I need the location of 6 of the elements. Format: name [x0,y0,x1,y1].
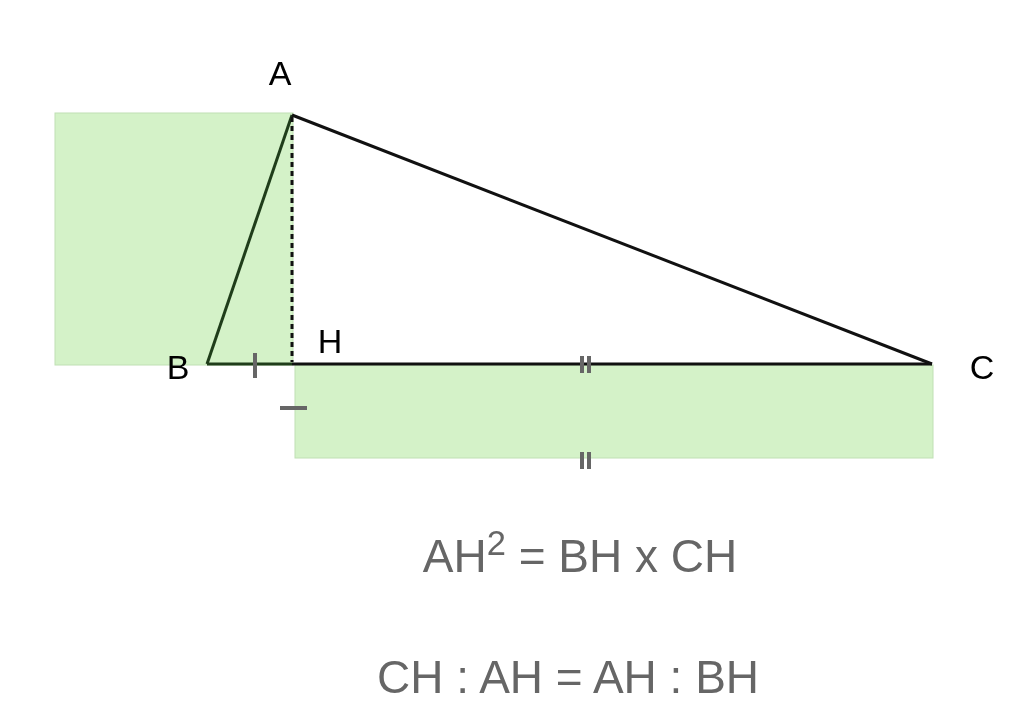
vertex-label: A [268,56,292,90]
vertex-label: C [969,350,995,384]
formula: AH$^{2}$ = BH x CH [422,533,738,579]
formula: CH : AH = AH : BH [376,654,760,700]
vertex-label: B [166,350,190,384]
point-label: H [317,324,343,358]
